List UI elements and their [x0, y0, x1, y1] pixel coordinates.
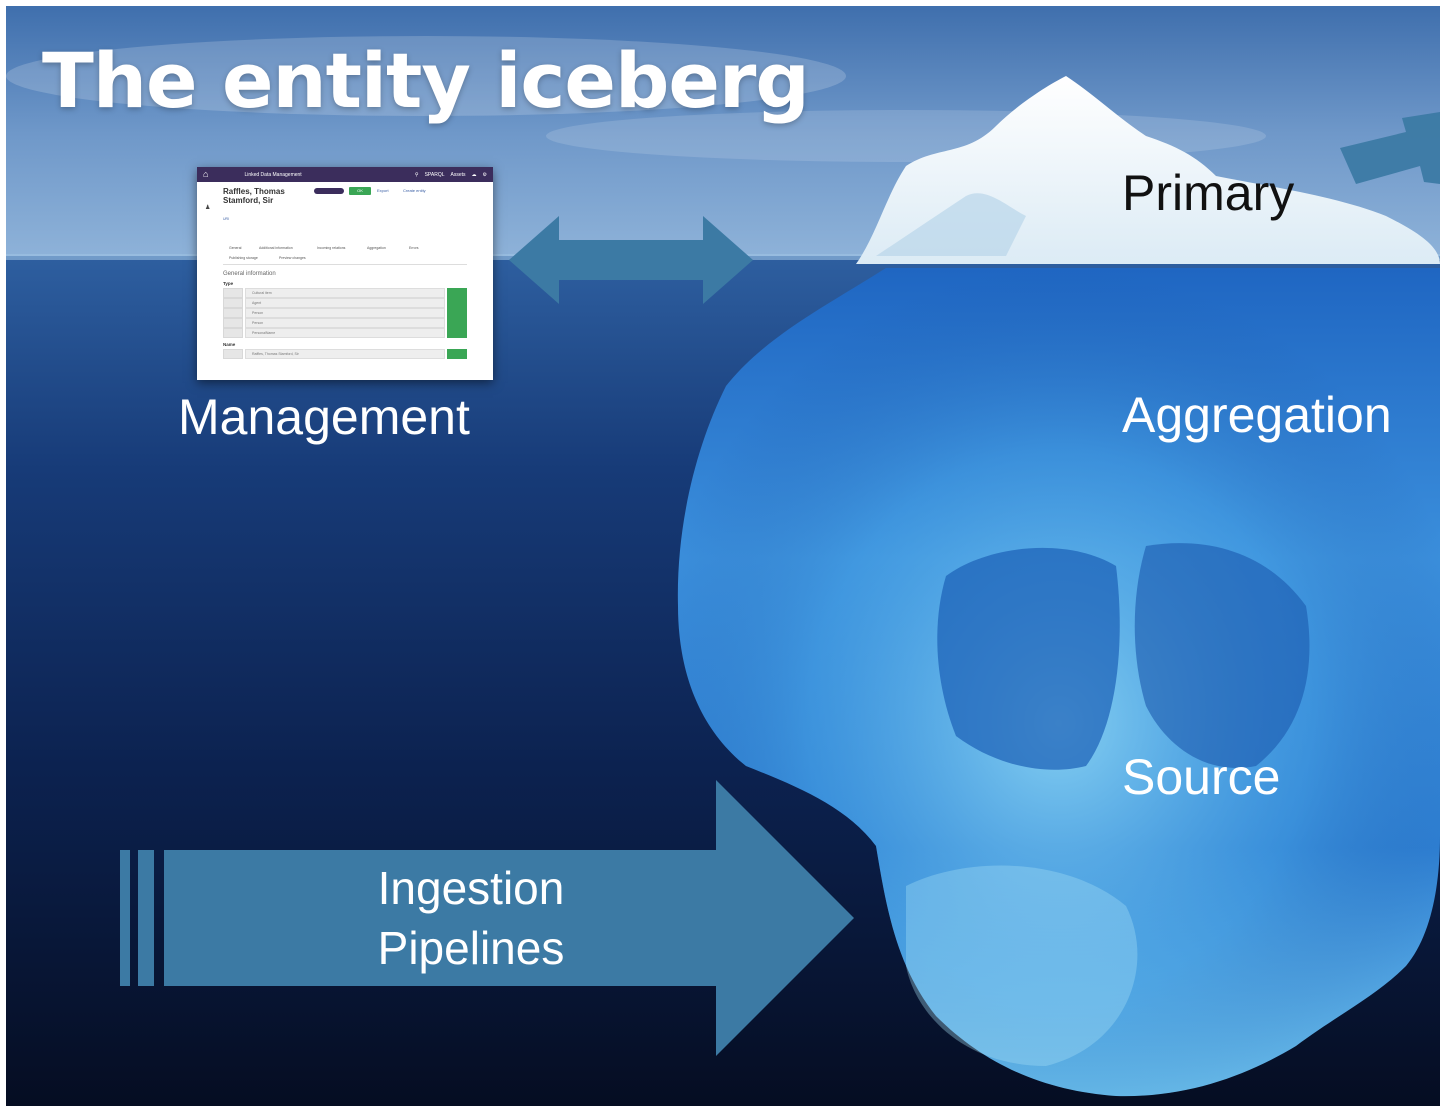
app-title: Linked Data Management — [244, 171, 302, 178]
ingestion-pipelines-label: Ingestion Pipelines — [306, 858, 636, 978]
type-row: PersonalName — [223, 328, 467, 338]
export-menu: Export — [377, 188, 389, 193]
settings-icon: ⚙ — [482, 171, 487, 178]
tab-incoming-relations: Incoming relations — [317, 246, 346, 250]
tab-publishing-storage: Publishing storage — [229, 256, 258, 260]
tab-preview-changes: Preview changes — [279, 256, 306, 260]
iceberg-scene — [6, 6, 1440, 1106]
record-tabs: General Additional information Incoming … — [223, 242, 467, 265]
primary-arrow — [1340, 112, 1440, 184]
header-item-sparql: SPARQL — [424, 171, 445, 178]
cloud-icon: ☁ — [471, 171, 477, 178]
uri-label: URI — [223, 217, 230, 221]
record-name: Raffles, Thomas Stamford, Sir — [223, 187, 285, 205]
user-icon: ♟ — [205, 205, 211, 211]
tab-general: General — [229, 246, 242, 250]
type-row: Agent — [223, 298, 467, 308]
tab-errors: Errors — [409, 246, 419, 250]
header-item-assets: Assets — [450, 171, 466, 178]
types-list: Cultural item Agent Person Person Person… — [197, 288, 493, 338]
management-screenshot: ⌂ Linked Data Management ⚲ SPARQL Assets… — [197, 167, 493, 380]
status-badge — [314, 188, 344, 194]
tab-additional-information: Additional information — [259, 246, 293, 250]
types-label: Type — [223, 281, 234, 286]
section-title: General information — [223, 271, 276, 277]
type-row: Cultural item — [223, 288, 467, 298]
ingestion-line-1: Ingestion — [377, 862, 565, 914]
name-row: Raffles, Thomas Stamford, Sir — [223, 349, 467, 359]
ingestion-arrow — [120, 780, 854, 1056]
slide: The entity iceberg Primary Aggregation S… — [6, 6, 1440, 1106]
management-label: Management — [178, 389, 470, 445]
search-icon: ⚲ — [414, 171, 419, 178]
double-arrow — [509, 216, 753, 304]
name-label: Name — [223, 342, 236, 347]
type-row: Person — [223, 308, 467, 318]
home-icon: ⌂ — [203, 169, 209, 179]
primary-layer-label: Primary — [1122, 165, 1295, 221]
ok-button: OK — [349, 187, 371, 195]
create-entity-menu: Create entity — [403, 188, 426, 193]
source-layer-label: Source — [1122, 749, 1281, 805]
type-row: Person — [223, 318, 467, 328]
ingestion-line-2: Pipelines — [377, 922, 565, 974]
page-title: The entity iceberg — [42, 36, 810, 125]
tab-aggregation: Aggregation — [367, 246, 386, 250]
aggregation-layer-label: Aggregation — [1122, 387, 1392, 443]
record-header: ♟ Raffles, Thomas Stamford, Sir OK Expor… — [197, 182, 493, 218]
app-bar: ⌂ Linked Data Management ⚲ SPARQL Assets… — [197, 167, 493, 182]
